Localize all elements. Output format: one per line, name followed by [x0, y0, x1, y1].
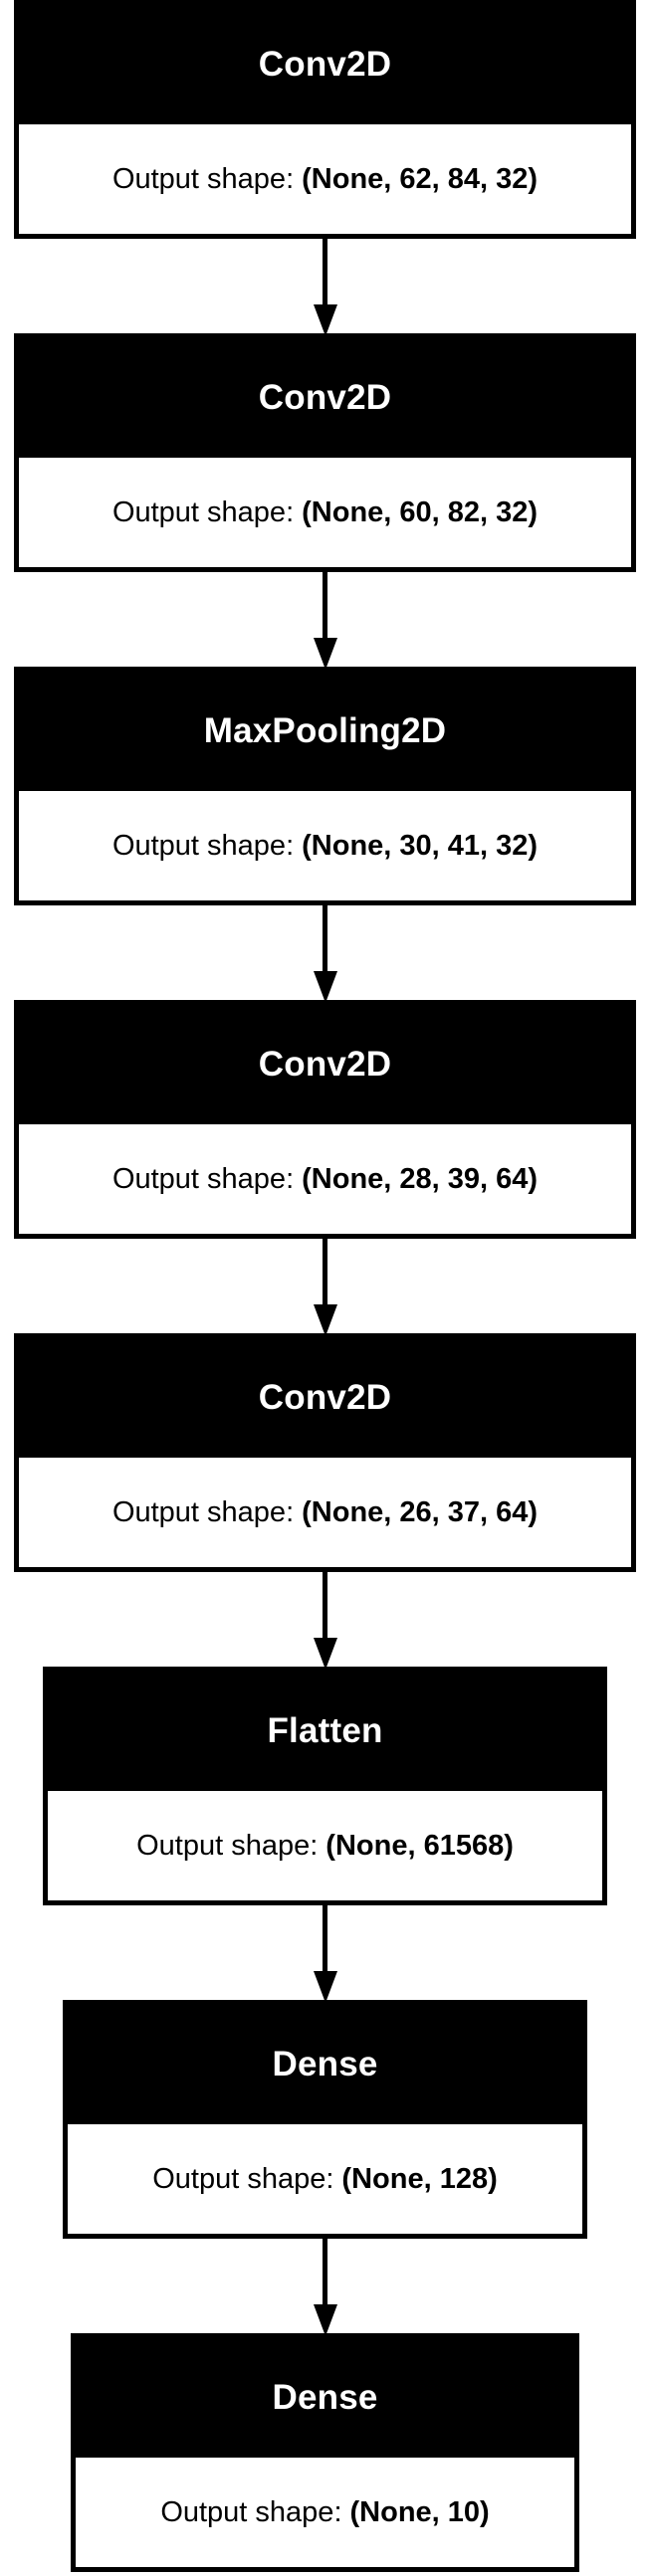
- output-shape-value: (None, 30, 41, 32): [302, 829, 539, 862]
- layer-output-shape: Output shape: (None, 128): [68, 2124, 582, 2234]
- output-shape-label: Output shape:: [111, 829, 295, 862]
- output-shape-label: Output shape:: [111, 1162, 295, 1195]
- layer-output-shape: Output shape: (None, 30, 41, 32): [19, 791, 631, 900]
- layer-box-7: Dense Output shape: (None, 128): [63, 2000, 587, 2239]
- layer-type-label: Dense: [68, 2005, 582, 2124]
- layer-output-shape: Output shape: (None, 28, 39, 64): [19, 1124, 631, 1234]
- layer-type-label: Conv2D: [19, 5, 631, 124]
- output-shape-value: (None, 128): [341, 2162, 498, 2195]
- layer-output-shape: Output shape: (None, 60, 82, 32): [19, 458, 631, 567]
- output-shape-label: Output shape:: [111, 1495, 295, 1528]
- layer-type-label: Conv2D: [19, 1338, 631, 1458]
- output-shape-value: (None, 10): [349, 2495, 490, 2528]
- layer-type-label: Dense: [76, 2338, 574, 2458]
- output-shape-label: Output shape:: [136, 1829, 319, 1862]
- output-shape-label: Output shape:: [111, 162, 295, 195]
- layer-output-shape: Output shape: (None, 10): [76, 2458, 574, 2567]
- output-shape-value: (None, 62, 84, 32): [302, 162, 539, 195]
- layer-box-8: Dense Output shape: (None, 10): [71, 2333, 579, 2572]
- output-shape-label: Output shape:: [152, 2162, 334, 2195]
- output-shape-label: Output shape:: [160, 2495, 342, 2528]
- output-shape-label: Output shape:: [111, 495, 295, 528]
- layer-box-5: Conv2D Output shape: (None, 26, 37, 64): [14, 1333, 636, 1572]
- layer-type-label: Conv2D: [19, 338, 631, 458]
- output-shape-value: (None, 26, 37, 64): [302, 1495, 539, 1528]
- layer-type-label: Flatten: [48, 1672, 602, 1791]
- layer-box-1: Conv2D Output shape: (None, 62, 84, 32): [14, 0, 636, 239]
- layer-output-shape: Output shape: (None, 62, 84, 32): [19, 124, 631, 234]
- layer-box-6: Flatten Output shape: (None, 61568): [43, 1667, 607, 1905]
- layer-box-4: Conv2D Output shape: (None, 28, 39, 64): [14, 1000, 636, 1239]
- layer-box-3: MaxPooling2D Output shape: (None, 30, 41…: [14, 667, 636, 905]
- layer-type-label: MaxPooling2D: [19, 672, 631, 791]
- output-shape-value: (None, 28, 39, 64): [302, 1162, 539, 1195]
- layer-output-shape: Output shape: (None, 61568): [48, 1791, 602, 1900]
- output-shape-value: (None, 60, 82, 32): [302, 495, 539, 528]
- layer-type-label: Conv2D: [19, 1005, 631, 1124]
- layer-output-shape: Output shape: (None, 26, 37, 64): [19, 1458, 631, 1567]
- layer-box-2: Conv2D Output shape: (None, 60, 82, 32): [14, 333, 636, 572]
- output-shape-value: (None, 61568): [325, 1829, 514, 1862]
